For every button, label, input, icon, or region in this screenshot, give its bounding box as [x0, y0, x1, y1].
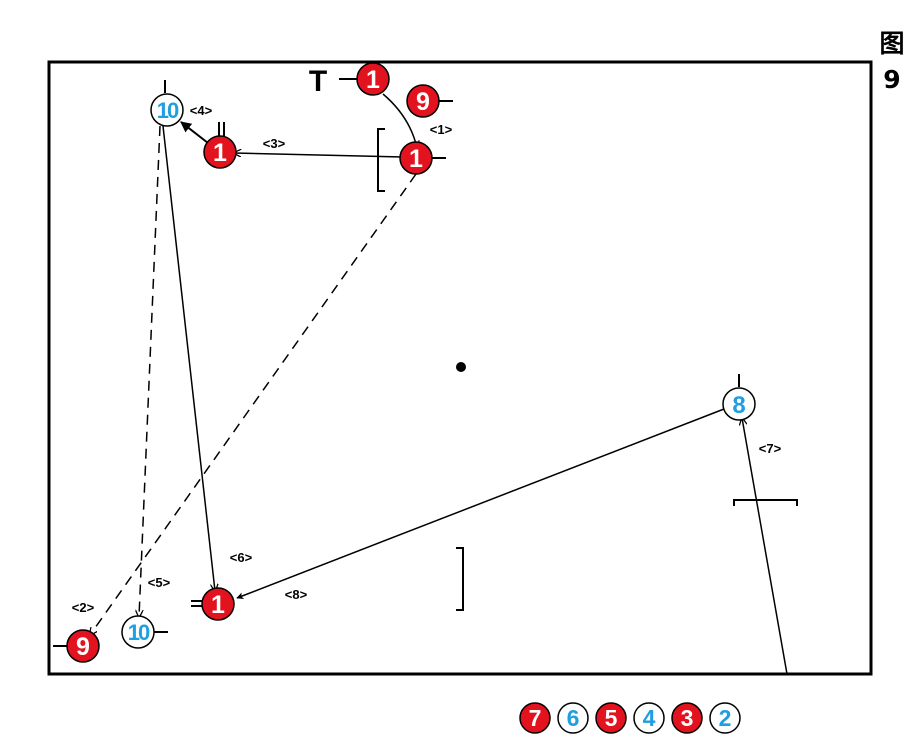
legend-token-red-3: 3: [671, 702, 703, 734]
player-number: 10: [157, 98, 179, 123]
player-token-red-1-bottom: 1: [201, 587, 235, 621]
screen-bracket-top: [377, 128, 385, 192]
legend-number: 7: [529, 705, 542, 731]
line-step-7: [742, 418, 788, 675]
court-center-spot: [456, 362, 466, 372]
step-labels: <1> <2> <3> <4> <5> <6> <7> <8>: [72, 103, 782, 615]
line-step-6: [162, 125, 215, 591]
step-label-8: <8>: [285, 587, 308, 602]
line-step-8: [236, 408, 725, 599]
court-border: [47, 60, 873, 676]
special-marker-t: T: [309, 65, 327, 98]
step-label-3: <3>: [263, 136, 286, 151]
player-number: 8: [732, 392, 745, 419]
legend-token-blue-4: 4: [633, 702, 665, 734]
player-number: 1: [213, 139, 227, 167]
legend-number: 4: [643, 705, 656, 731]
legend-token-blue-6: 6: [557, 702, 589, 734]
step-label-5: <5>: [148, 575, 171, 590]
legend-number: 6: [567, 705, 580, 731]
legend-number: 2: [719, 705, 732, 731]
legend-number: 3: [681, 705, 694, 731]
step-label-4: <4>: [190, 103, 213, 118]
legend-number: 5: [605, 705, 618, 731]
figure-label-number: 9: [883, 65, 901, 95]
figure-label: 图 9: [877, 26, 907, 99]
step-label-6: <6>: [230, 550, 253, 565]
player-token-red-1-top: 1: [356, 62, 390, 96]
step-label-7: <7>: [759, 441, 782, 456]
line-step-2: [90, 173, 417, 635]
player-number: 1: [211, 591, 225, 619]
player-token-red-1-mid: 1: [399, 141, 433, 175]
legend-token-blue-2: 2: [709, 702, 741, 734]
step-label-2: <2>: [72, 600, 95, 615]
line-step-3: [234, 153, 404, 158]
legend-token-red-5: 5: [595, 702, 627, 734]
player-number: 9: [76, 633, 90, 661]
player-token-blue-8: 8: [722, 387, 756, 421]
player-number: 1: [409, 145, 423, 173]
screen-bracket-bottom: [456, 547, 464, 611]
player-number: 10: [128, 620, 150, 645]
figure-label-char: 图: [879, 29, 905, 58]
line-step-5: [139, 125, 161, 617]
player-token-red-9-top: 9: [406, 84, 440, 118]
screen-bracket-right: [733, 499, 798, 506]
player-token-red-1-upleft: 1: [203, 135, 237, 169]
line-step-4: [180, 121, 209, 144]
player-number: 9: [416, 88, 430, 116]
legend-token-red-7: 7: [519, 702, 551, 734]
player-token-blue-10-top: 10: [150, 93, 184, 127]
player-facing-ticks: [53, 78, 740, 647]
step-label-1: <1>: [430, 122, 453, 137]
player-token-blue-10-bottom: 10: [121, 615, 155, 649]
player-number: 1: [366, 66, 380, 94]
player-token-red-9-bottom: 9: [66, 629, 100, 663]
